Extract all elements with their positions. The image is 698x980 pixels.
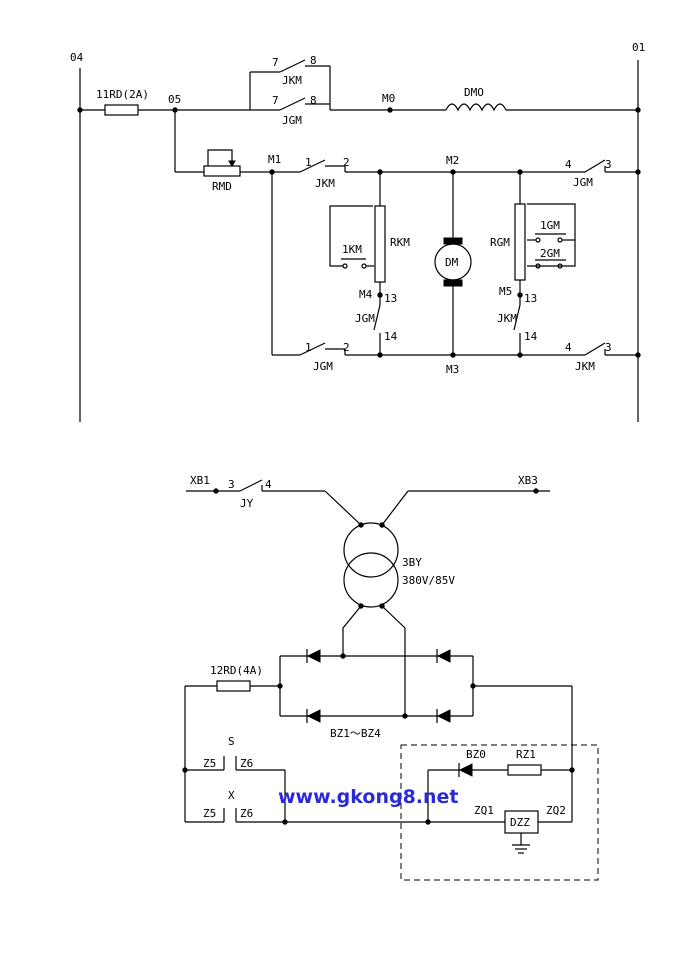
resistor-rz1 (507, 764, 542, 776)
transformer-rating-label: 380V/85V (402, 574, 455, 587)
jgm-m2-01-label: JGM (573, 176, 593, 189)
jkm-bottom-pin-b: 3 (605, 341, 612, 354)
jkm-top-label: JKM (282, 74, 302, 87)
dzz-label: DZZ (510, 816, 530, 829)
jgm-m2-01-pin-a: 4 (565, 158, 572, 171)
node-04-label: 04 (70, 51, 84, 64)
jgm-7-8-contact (279, 97, 306, 111)
button-s-label: S (228, 735, 235, 748)
ground-icon (512, 833, 530, 854)
jy-pin-b: 4 (265, 478, 272, 491)
jkm-4-3-contact (584, 342, 606, 356)
rmd-label: RMD (212, 180, 232, 193)
z6-top-label: Z6 (240, 757, 253, 770)
jgm-top-pin-b: 8 (310, 94, 317, 107)
jkm-7-8-contact (279, 59, 306, 73)
jkm-m1m2-pin-b: 2 (343, 156, 350, 169)
jgm-top-label: JGM (282, 114, 302, 127)
diode-bz0-label: BZ0 (466, 748, 486, 761)
xb3-label: XB3 (518, 474, 538, 487)
lower-circuit: XB1 3 4 JY XB3 3BY 380V/85V (182, 474, 599, 881)
diode-bz2 (436, 649, 451, 663)
jy-contact (239, 479, 263, 492)
fuse-12rd (216, 680, 251, 692)
node-m4-label: M4 (359, 288, 373, 301)
z6-bottom-label: Z6 (240, 807, 253, 820)
jgm-m4-label: JGM (355, 312, 375, 325)
transformer-label: 3BY (402, 556, 422, 569)
transformer-primary (343, 522, 399, 578)
motor-dm-label: DM (445, 256, 459, 269)
jgm-top-pin-a: 7 (272, 94, 279, 107)
jkm-m5-label: JKM (497, 312, 517, 325)
jgm-1-2-contact (299, 342, 326, 356)
contact-2gm-label: 2GM (540, 247, 560, 260)
resistor-rz1-label: RZ1 (516, 748, 536, 761)
fuse-11rd (104, 104, 139, 116)
xb1-label: XB1 (190, 474, 210, 487)
jgm-bottom-label: JGM (313, 360, 333, 373)
jgm-bottom-pin-a: 1 (305, 341, 312, 354)
jgm-m2-01-pin-b: 3 (605, 158, 612, 171)
zq1-label: ZQ1 (474, 804, 494, 817)
jkm-m1m2-pin-a: 1 (305, 156, 312, 169)
coil-dmo (445, 103, 507, 112)
jy-label: JY (240, 497, 254, 510)
node-m3-label: M3 (446, 363, 459, 376)
node-m1-label: M1 (268, 153, 281, 166)
rgm-label: RGM (490, 236, 510, 249)
diode-bz3 (306, 709, 321, 723)
resistor-rkm (374, 205, 386, 283)
fuse-12rd-label: 12RD(4A) (210, 664, 263, 677)
jgm-13-14-contact (373, 304, 381, 331)
jkm-13-14-contact (513, 304, 521, 331)
diode-bz1 (306, 649, 321, 663)
jkm-1-2-contact (299, 159, 326, 173)
contact-1km-label: 1KM (342, 243, 362, 256)
jkm-m5-pin-b: 14 (524, 330, 538, 343)
button-x-label: X (228, 789, 235, 802)
jy-pin-a: 3 (228, 478, 235, 491)
node-m2-label: M2 (446, 154, 459, 167)
node-01-label: 01 (632, 41, 645, 54)
brake-unit-box (400, 744, 599, 881)
jgm-bottom-pin-b: 2 (343, 341, 350, 354)
jkm-bottom-pin-a: 4 (565, 341, 572, 354)
node-m0-label: M0 (382, 92, 395, 105)
node-05-label: 05 (168, 93, 181, 106)
diode-bz0 (458, 763, 473, 777)
diode-bz4 (436, 709, 451, 723)
rkm-label: RKM (390, 236, 410, 249)
jgm-m4-pin-b: 14 (384, 330, 398, 343)
jkm-top-pin-b: 8 (310, 54, 317, 67)
bridge-label: BZ1～BZ4 (330, 727, 381, 740)
jkm-bottom-label: JKM (575, 360, 595, 373)
coil-dmo-label: DMO (464, 86, 484, 99)
jkm-m5-pin-a: 13 (524, 292, 537, 305)
watermark: www.gkong8.net (278, 786, 459, 808)
z5-bottom-label: Z5 (203, 807, 216, 820)
node-m5-label: M5 (499, 285, 512, 298)
transformer-secondary (343, 552, 399, 608)
upper-circuit: 04 01 11RD(2A) 05 7 8 JKM 7 8 JGM M0 DMO (70, 41, 645, 422)
rheostat-rmd (203, 165, 241, 177)
resistor-rgm (514, 203, 526, 281)
zq2-label: ZQ2 (546, 804, 566, 817)
jgm-4-3-contact (584, 159, 606, 173)
jkm-top-pin-a: 7 (272, 56, 279, 69)
jkm-m1m2-label: JKM (315, 177, 335, 190)
jgm-m4-pin-a: 13 (384, 292, 397, 305)
contact-1gm-label: 1GM (540, 219, 560, 232)
z5-top-label: Z5 (203, 757, 216, 770)
fuse-11rd-label: 11RD(2A) (96, 88, 149, 101)
